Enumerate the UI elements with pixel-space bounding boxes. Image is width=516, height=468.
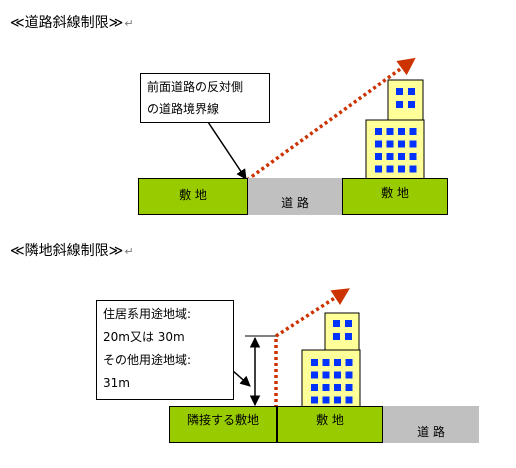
window <box>408 101 415 108</box>
window <box>345 396 353 404</box>
window <box>398 153 405 160</box>
window <box>408 88 415 95</box>
window <box>396 101 403 108</box>
paragraph-mark-icon: ↵ <box>124 17 134 30</box>
building-windows <box>375 88 417 173</box>
window <box>345 384 353 391</box>
neighbor-lot: 敷 地 <box>277 406 383 443</box>
window <box>333 320 340 327</box>
window <box>386 140 394 148</box>
window <box>386 128 394 135</box>
neighbor-lot-label: 敷 地 <box>316 413 344 427</box>
callout-other-value: 31m <box>103 376 130 390</box>
window <box>322 396 330 404</box>
road-boundary-callout: 前面道路の反対側 の道路境界線 <box>140 73 270 123</box>
callout-residential-label: 住居系用途地域: <box>103 307 192 321</box>
window <box>322 371 330 379</box>
callout-line-1: 前面道路の反対側 <box>147 80 244 94</box>
callout-pointer-arrow <box>207 121 247 180</box>
lot-right: 敷 地 <box>342 178 448 215</box>
window <box>409 140 417 148</box>
window <box>334 396 341 404</box>
neighbor-callout-pointer <box>231 369 251 387</box>
window <box>398 165 405 173</box>
window <box>322 384 330 391</box>
callout-other-label: その他用途地域: <box>103 353 192 367</box>
window <box>322 359 330 366</box>
callout-line-2: の道路境界線 <box>147 102 220 116</box>
adjacent-lot-label: 隣接する敷地 <box>186 413 259 427</box>
window <box>311 384 318 391</box>
window <box>345 359 353 366</box>
paragraph-mark-icon: ↵ <box>124 245 134 258</box>
window <box>409 128 417 135</box>
tall-building-upper <box>387 79 424 121</box>
road-label: 道 路 <box>281 196 309 210</box>
window <box>345 371 353 379</box>
window <box>334 371 341 379</box>
neighbor-slant-heading-text: ≪隣地斜線制限≫ <box>10 243 124 259</box>
neighbor-road-label: 道 路 <box>417 425 445 439</box>
window <box>345 333 352 340</box>
window <box>311 359 318 366</box>
height-limit-callout: 住居系用途地域: 20m又は 30m その他用途地域: 31m <box>96 300 234 400</box>
road-area: 道 路 <box>248 178 342 215</box>
lot-left: 敷 地 <box>138 178 248 215</box>
window <box>386 165 394 173</box>
window <box>396 88 403 95</box>
window <box>311 371 318 379</box>
window <box>375 128 382 135</box>
callout-residential-value: 20m又は 30m <box>103 330 185 344</box>
window <box>334 359 341 366</box>
window <box>386 153 394 160</box>
road-slant-heading-text: ≪道路斜線制限≫ <box>10 15 124 31</box>
window <box>398 140 405 148</box>
lot-right-label: 敷 地 <box>381 186 409 200</box>
lot-left-label: 敷 地 <box>179 188 207 202</box>
window <box>334 384 341 391</box>
window <box>333 333 340 340</box>
neighbor-road-area: 道 路 <box>383 406 479 443</box>
neighbor-slant-heading: ≪隣地斜線制限≫↵ <box>10 240 134 260</box>
adjacent-lot: 隣接する敷地 <box>169 406 277 443</box>
window <box>398 128 405 135</box>
neighbor-building-upper <box>324 312 360 354</box>
window <box>375 153 382 160</box>
window <box>375 165 382 173</box>
neighbor-building-windows <box>311 320 353 404</box>
window <box>311 396 318 404</box>
window <box>345 320 352 327</box>
window <box>375 140 382 148</box>
road-slant-heading: ≪道路斜線制限≫↵ <box>10 12 134 32</box>
window <box>409 165 417 173</box>
window <box>409 153 417 160</box>
neighbor-slant-line <box>275 288 350 338</box>
